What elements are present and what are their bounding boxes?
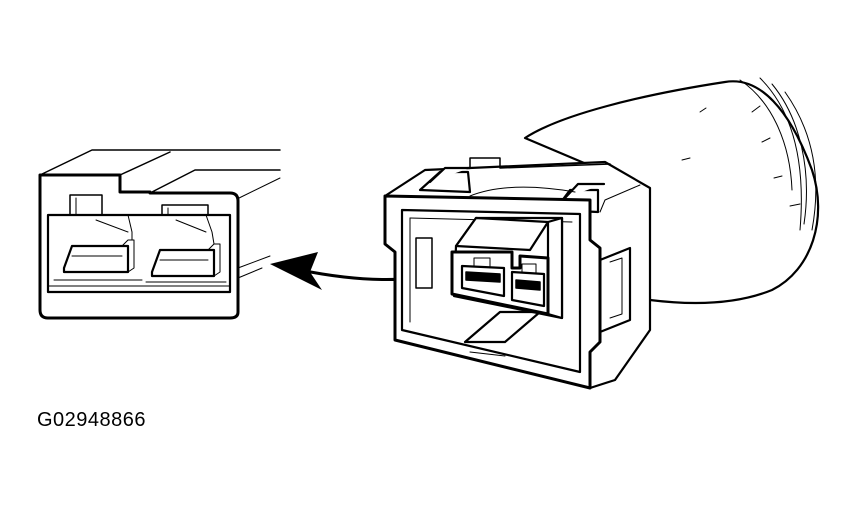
figure-id-label: G02948866 bbox=[37, 409, 147, 431]
connector-face-detail bbox=[38, 149, 281, 320]
connector-assembly bbox=[383, 77, 820, 390]
